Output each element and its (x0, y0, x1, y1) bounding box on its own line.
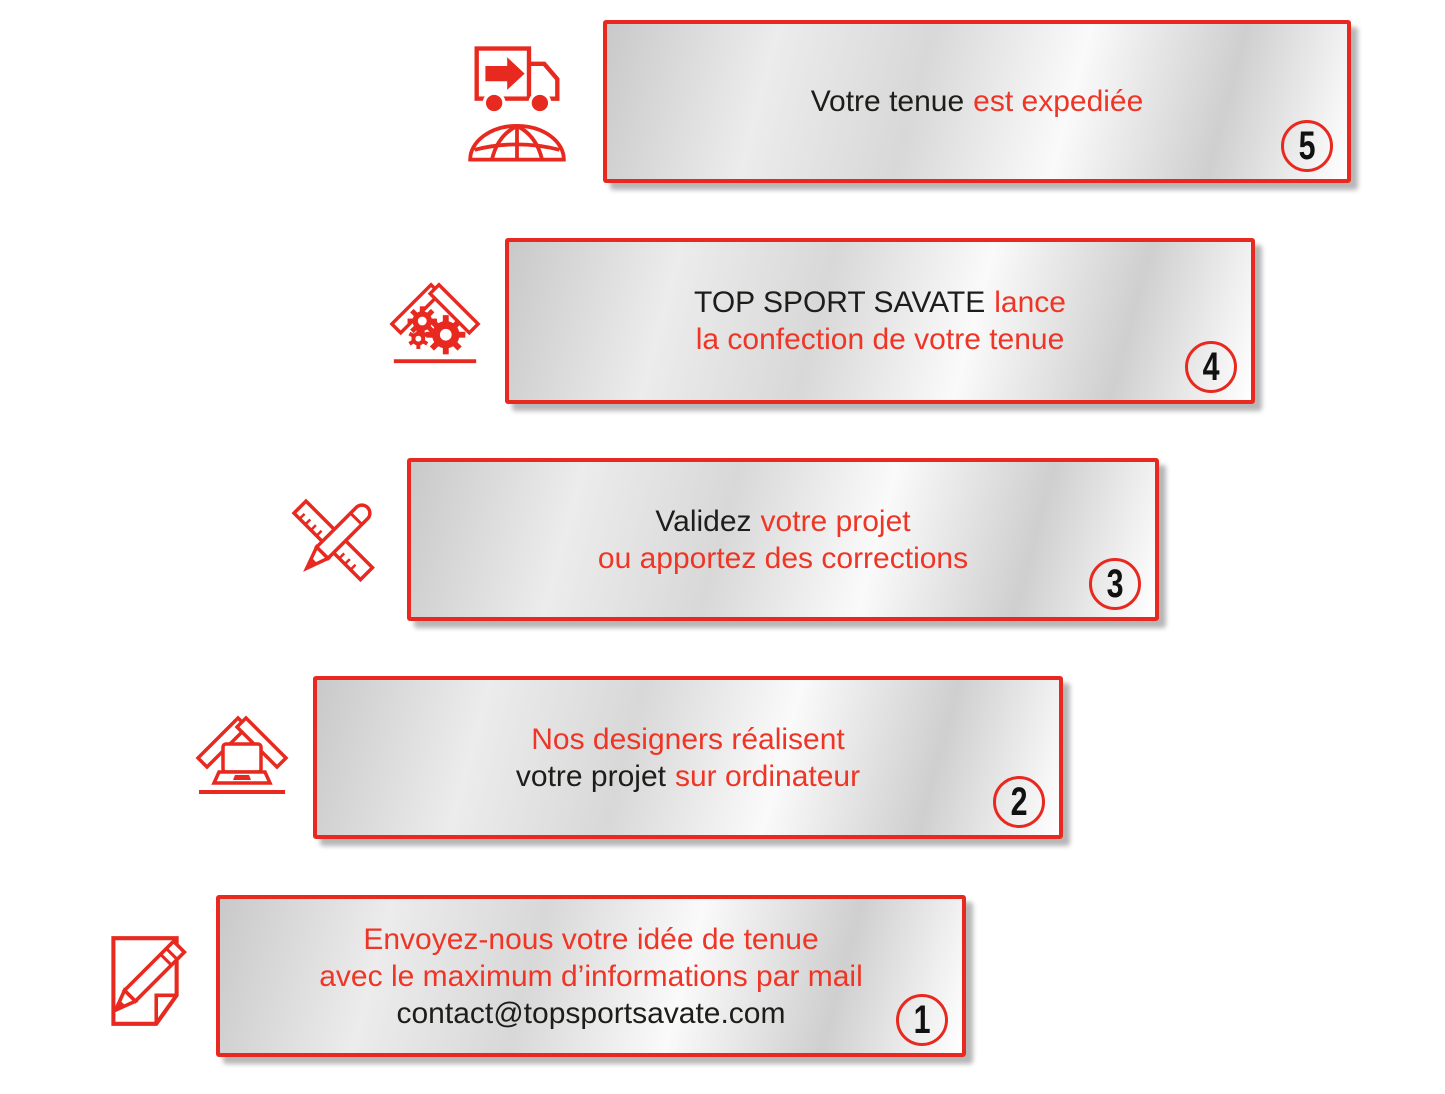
banner-text-line: Votre tenue est expediée (811, 83, 1144, 120)
banner-text-line: Validez votre projet (655, 503, 910, 540)
roof-gears-icon (386, 272, 484, 372)
text-segment: TOP SPORT SAVATE (694, 286, 986, 319)
banner-text-line: contact@topsportsavate.com (397, 995, 786, 1032)
step-number-badge: 2 (993, 776, 1045, 828)
step-banner-5: Votre tenue est expediée 5 (603, 20, 1351, 183)
step-number-badge: 1 (896, 994, 948, 1046)
text-segment: sur ordinateur (674, 759, 861, 793)
banner-text-line: ou apportez des corrections (598, 540, 968, 577)
step-banner-1: Envoyez-nous votre idée de tenue avec le… (216, 895, 966, 1057)
contact-email: contact@topsportsavate.com (396, 996, 786, 1030)
text-segment: avec le maximum d’informations par mail (319, 959, 863, 993)
note-pencil-icon (93, 920, 195, 1042)
truck-globe-icon (458, 42, 576, 164)
banner-text-line: votre projet sur ordinateur (516, 758, 860, 795)
step-banner-2: Nos designers réalisent votre projet sur… (313, 676, 1063, 839)
text-segment: ou apportez des corrections (597, 541, 969, 575)
step-number-badge: 3 (1089, 558, 1141, 610)
step-banner-3: Validez votre projet ou apportez des cor… (407, 458, 1159, 621)
text-segment: Votre tenue (810, 85, 965, 118)
text-segment: la confection de votre tenue (695, 323, 1065, 356)
text-segment: votre projet (760, 504, 911, 538)
banner-text-line: Nos designers réalisent (531, 721, 845, 758)
step-number-badge: 5 (1281, 120, 1333, 172)
text-segment: Envoyez-nous votre idée de tenue (363, 922, 819, 956)
text-segment: est expediée (973, 85, 1144, 118)
text-segment: Nos designers réalisent (531, 722, 845, 756)
ruler-pencil-icon (284, 490, 386, 590)
text-segment: lance (994, 286, 1066, 319)
banner-text-line: Envoyez-nous votre idée de tenue (363, 921, 818, 958)
banner-text-line: TOP SPORT SAVATE lance (694, 284, 1066, 321)
banner-text-line: la confection de votre tenue (696, 321, 1065, 358)
roof-laptop-icon (192, 704, 292, 808)
step-banner-4: TOP SPORT SAVATE lance la confection de … (505, 238, 1255, 404)
text-segment: votre projet (515, 759, 666, 793)
banner-text-line: avec le maximum d’informations par mail (319, 958, 863, 995)
step-number-badge: 4 (1185, 341, 1237, 393)
text-segment: Validez (655, 504, 752, 538)
